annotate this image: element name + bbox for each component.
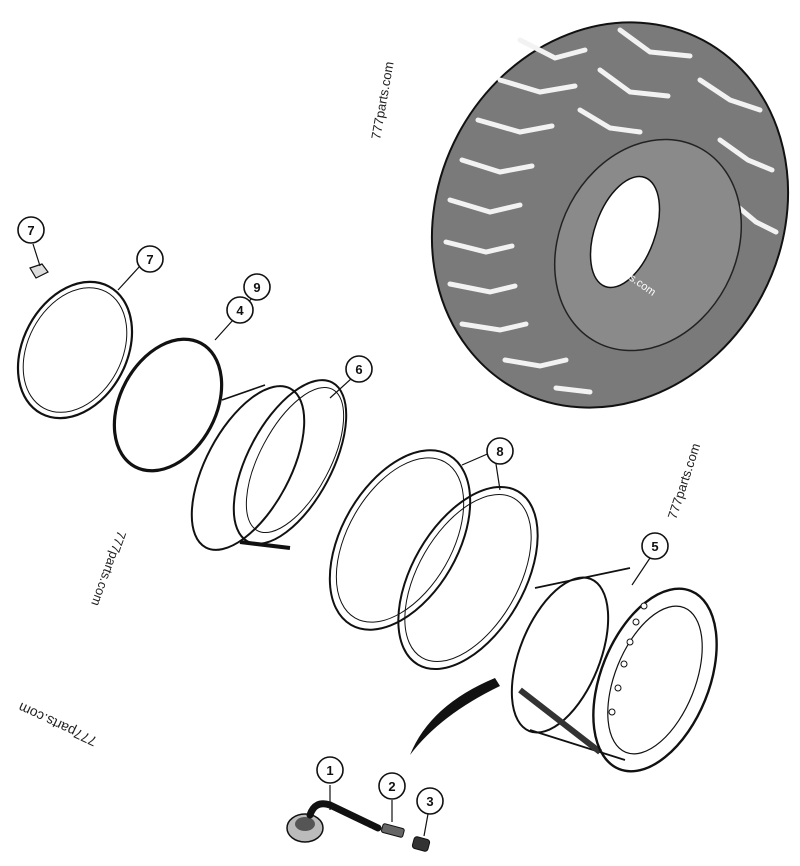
valve-core [381,823,405,838]
callout-label: 6 [355,362,362,377]
callout-label: 8 [496,444,503,459]
wheel-rim [510,567,718,773]
callout-label: 7 [27,223,34,238]
valve-stem [286,800,382,843]
callout-9: 9 [243,273,271,301]
callout-6: 6 [345,355,373,383]
callout-4: 4 [226,296,254,324]
bead-seat-band [190,379,348,551]
callout-7-clip: 7 [17,216,45,244]
watermark: 777parts.com [16,699,100,749]
callout-label: 5 [651,539,658,554]
leader-lines [32,243,651,837]
callout-3: 3 [416,787,444,815]
valve-cap [411,836,431,852]
callout-label: 3 [426,794,433,809]
tire [430,21,790,409]
lock-ring-clip [29,263,49,279]
side-ring-outer [328,449,472,631]
watermark: 777parts.com [665,441,704,521]
callout-label: 9 [253,280,260,295]
callout-label: 4 [236,303,244,318]
callout-7-ring: 7 [136,245,164,273]
o-ring [112,337,224,473]
callout-1: 1 [316,756,344,784]
callout-5: 5 [641,532,669,560]
callout-label: 2 [388,779,395,794]
callout-label: 7 [146,252,153,267]
assembly-arrow [410,678,500,755]
side-ring-inner [397,485,539,671]
watermark: 777parts.com [368,60,396,140]
callout-8: 8 [486,437,514,465]
watermark: 777parts.com [88,529,129,608]
callout-2: 2 [378,772,406,800]
callout-label: 1 [326,763,333,778]
lock-ring [16,280,134,420]
